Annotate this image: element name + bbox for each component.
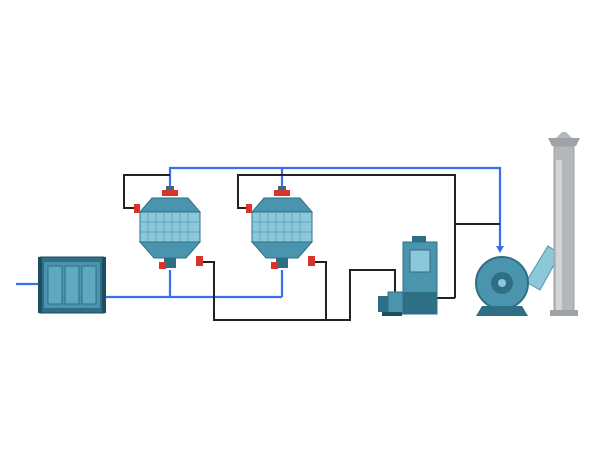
adsorption-tower-2 xyxy=(250,186,314,268)
valves-tower-1 xyxy=(134,190,203,269)
catalytic-combustion-unit xyxy=(402,236,438,315)
main-exhaust-fan xyxy=(475,245,561,316)
tower-1-bottom-pipe xyxy=(200,261,340,321)
pre-filter-box xyxy=(38,256,106,314)
valve-icon xyxy=(274,190,290,196)
left-loop-tower-2 xyxy=(237,174,282,209)
desorption-fan xyxy=(378,291,405,316)
adsorption-tower-1 xyxy=(138,186,202,268)
fan-inlet-arrow-icon xyxy=(496,246,504,253)
top-clean-gas-pipe xyxy=(168,166,502,248)
valve-icon xyxy=(308,256,315,266)
valve-icon xyxy=(196,256,203,266)
valve-icon xyxy=(246,204,252,213)
left-loop-tower-1 xyxy=(123,174,170,209)
valve-icon xyxy=(159,262,166,269)
valve-icon xyxy=(134,204,140,213)
valve-icon xyxy=(162,190,178,196)
exhaust-stack xyxy=(548,132,580,316)
valve-icon xyxy=(271,262,278,269)
tower-2-bottom-pipe xyxy=(310,261,327,320)
top-hot-air-pipe xyxy=(282,174,456,298)
valves-tower-2 xyxy=(246,190,315,269)
